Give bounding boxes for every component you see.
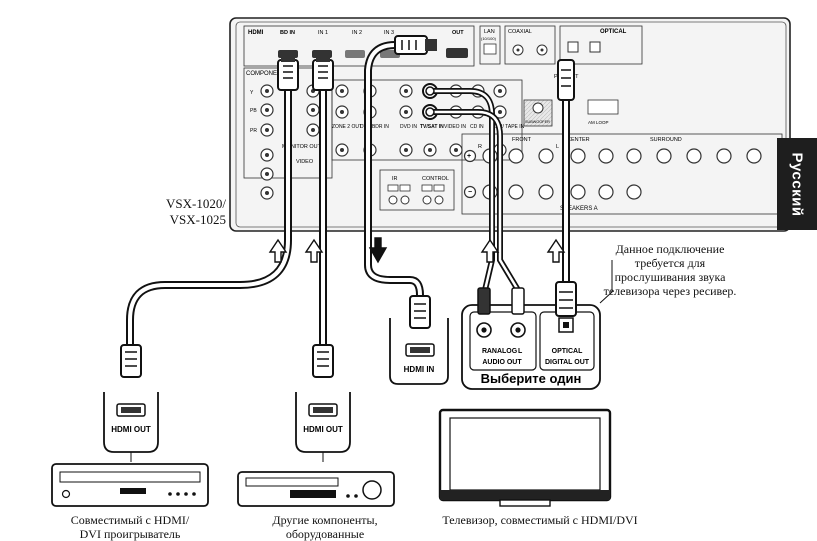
ir-control-section: IR CONTROL: [379, 169, 455, 211]
tv-optical-label: OPTICAL: [552, 348, 583, 355]
language-tab-label: Русский: [788, 151, 806, 217]
tv-analog-label: ANALOG: [487, 348, 518, 355]
caption-other: Другие компоненты, оборудованные: [272, 513, 378, 541]
zone2-out-label: ZONE 2 OUT: [332, 124, 362, 130]
in2-label: IN 2: [352, 30, 362, 36]
choose-one-label: Выберите один: [481, 371, 582, 386]
speaker-r-label: R: [478, 144, 482, 150]
television: [438, 408, 612, 507]
hdmi-out-port: [446, 48, 468, 58]
cd-in-label: CD IN: [470, 124, 484, 130]
arrow-up-optical: [546, 238, 566, 263]
arrow-up-player: [268, 238, 288, 263]
tv-audio-panel: R ANALOG L AUDIO OUT OPTICAL DIGITAL OUT…: [461, 281, 601, 390]
surround-label: SURROUND: [650, 137, 682, 143]
other-hdmi-out-callout: HDMI OUT: [295, 344, 351, 462]
tv-digital-out-label: DIGITAL OUT: [545, 359, 590, 366]
receiver-plugs: [277, 35, 575, 117]
video-in-label: VIDEO IN: [444, 124, 466, 130]
video-label: VIDEO: [296, 159, 314, 165]
control-label: CONTROL: [422, 176, 449, 182]
receiver-back-panel: HDMI BD IN IN 1 IN 2 IN 3 OUT LAN (10/10…: [229, 17, 791, 232]
arrow-up-other: [304, 238, 324, 263]
signal-arrows: [268, 237, 566, 264]
lan-sub-label: (10/100): [481, 36, 497, 41]
component-pb-label: PB: [250, 108, 257, 114]
caption-player: Совместимый с HDMI/ DVI проигрыватель: [70, 513, 190, 541]
arrow-up-analog: [480, 238, 500, 263]
hdmi-cable-player: [126, 85, 292, 345]
subwoofer-label: SUBWOOFER: [525, 120, 550, 124]
bd-in-label: BD IN: [280, 30, 295, 36]
monitor-out-label: MONITOR OUT: [282, 144, 322, 150]
player-hdmi-out-callout: HDMI OUT: [103, 344, 159, 462]
svg-text:−: −: [468, 189, 472, 196]
component-y-label: Y: [250, 90, 254, 96]
analog-audio-cable: [430, 88, 521, 292]
in1-label: IN 1: [318, 30, 328, 36]
speakers-section: FRONT CENTER SURROUND R L + − SPEAKERS A: [461, 133, 783, 215]
hdmi-cable-tv: [364, 41, 424, 296]
speaker-l-label: L: [556, 144, 559, 150]
component-label: COMPONENT: [246, 71, 285, 77]
tv-audio-note: Данное подключение требуется для прослуш…: [603, 242, 737, 298]
tv-analog-l-label: L: [518, 348, 523, 355]
cd-r-tape-label: CD-R/ TAPE IN: [490, 124, 525, 130]
caption-tv: Телевизор, совместимый с HDMI/DVI: [442, 513, 638, 527]
av-component: [237, 471, 395, 507]
tv-analog-r-label: R: [482, 348, 487, 355]
receiver-model-label: VSX-1020/ VSX-1025: [166, 196, 226, 227]
bluray-player: [51, 463, 209, 507]
hdmi-in2-port: [345, 50, 365, 58]
tv-audio-out-label: AUDIO OUT: [482, 359, 522, 366]
component-pr-label: PR: [250, 128, 257, 134]
tv-hdmi-in-panel: HDMI IN: [389, 295, 449, 385]
component-video-section: COMPONENT Y PB PR MONITOR OUT VIDEO: [243, 67, 333, 200]
out-label: OUT: [452, 30, 464, 36]
front-label: FRONT: [512, 137, 532, 143]
center-label: CENTER: [567, 137, 590, 143]
speakers-label: SPEAKERS A: [560, 206, 598, 212]
svg-text:+: +: [467, 153, 471, 160]
digital-section: LAN (10/100) COAXIAL OPTICAL: [479, 25, 643, 65]
ir-label: IR: [392, 176, 398, 182]
optical-label: OPTICAL: [600, 29, 627, 35]
language-tab: Русский: [777, 138, 817, 230]
dvr-bdr-in-label: DVR/BDR IN: [360, 124, 389, 130]
coaxial-label: COAXIAL: [508, 29, 532, 35]
player-hdmi-out-label: HDMI OUT: [111, 425, 151, 434]
am-loop-label: AM LOOP: [588, 120, 609, 125]
tv-sat-in-label: TV/SAT IN: [420, 124, 444, 130]
lan-label: LAN: [484, 29, 495, 35]
dvd-in-label: DVD IN: [400, 124, 417, 130]
other-hdmi-out-label: HDMI OUT: [303, 425, 343, 434]
tv-hdmi-in-label: HDMI IN: [404, 365, 435, 374]
in3-label: IN 3: [384, 30, 394, 36]
arrow-down-tv: [368, 237, 388, 264]
lan-port: [483, 43, 497, 55]
note-pointer: [599, 260, 613, 304]
hdmi-label: HDMI: [248, 30, 264, 36]
